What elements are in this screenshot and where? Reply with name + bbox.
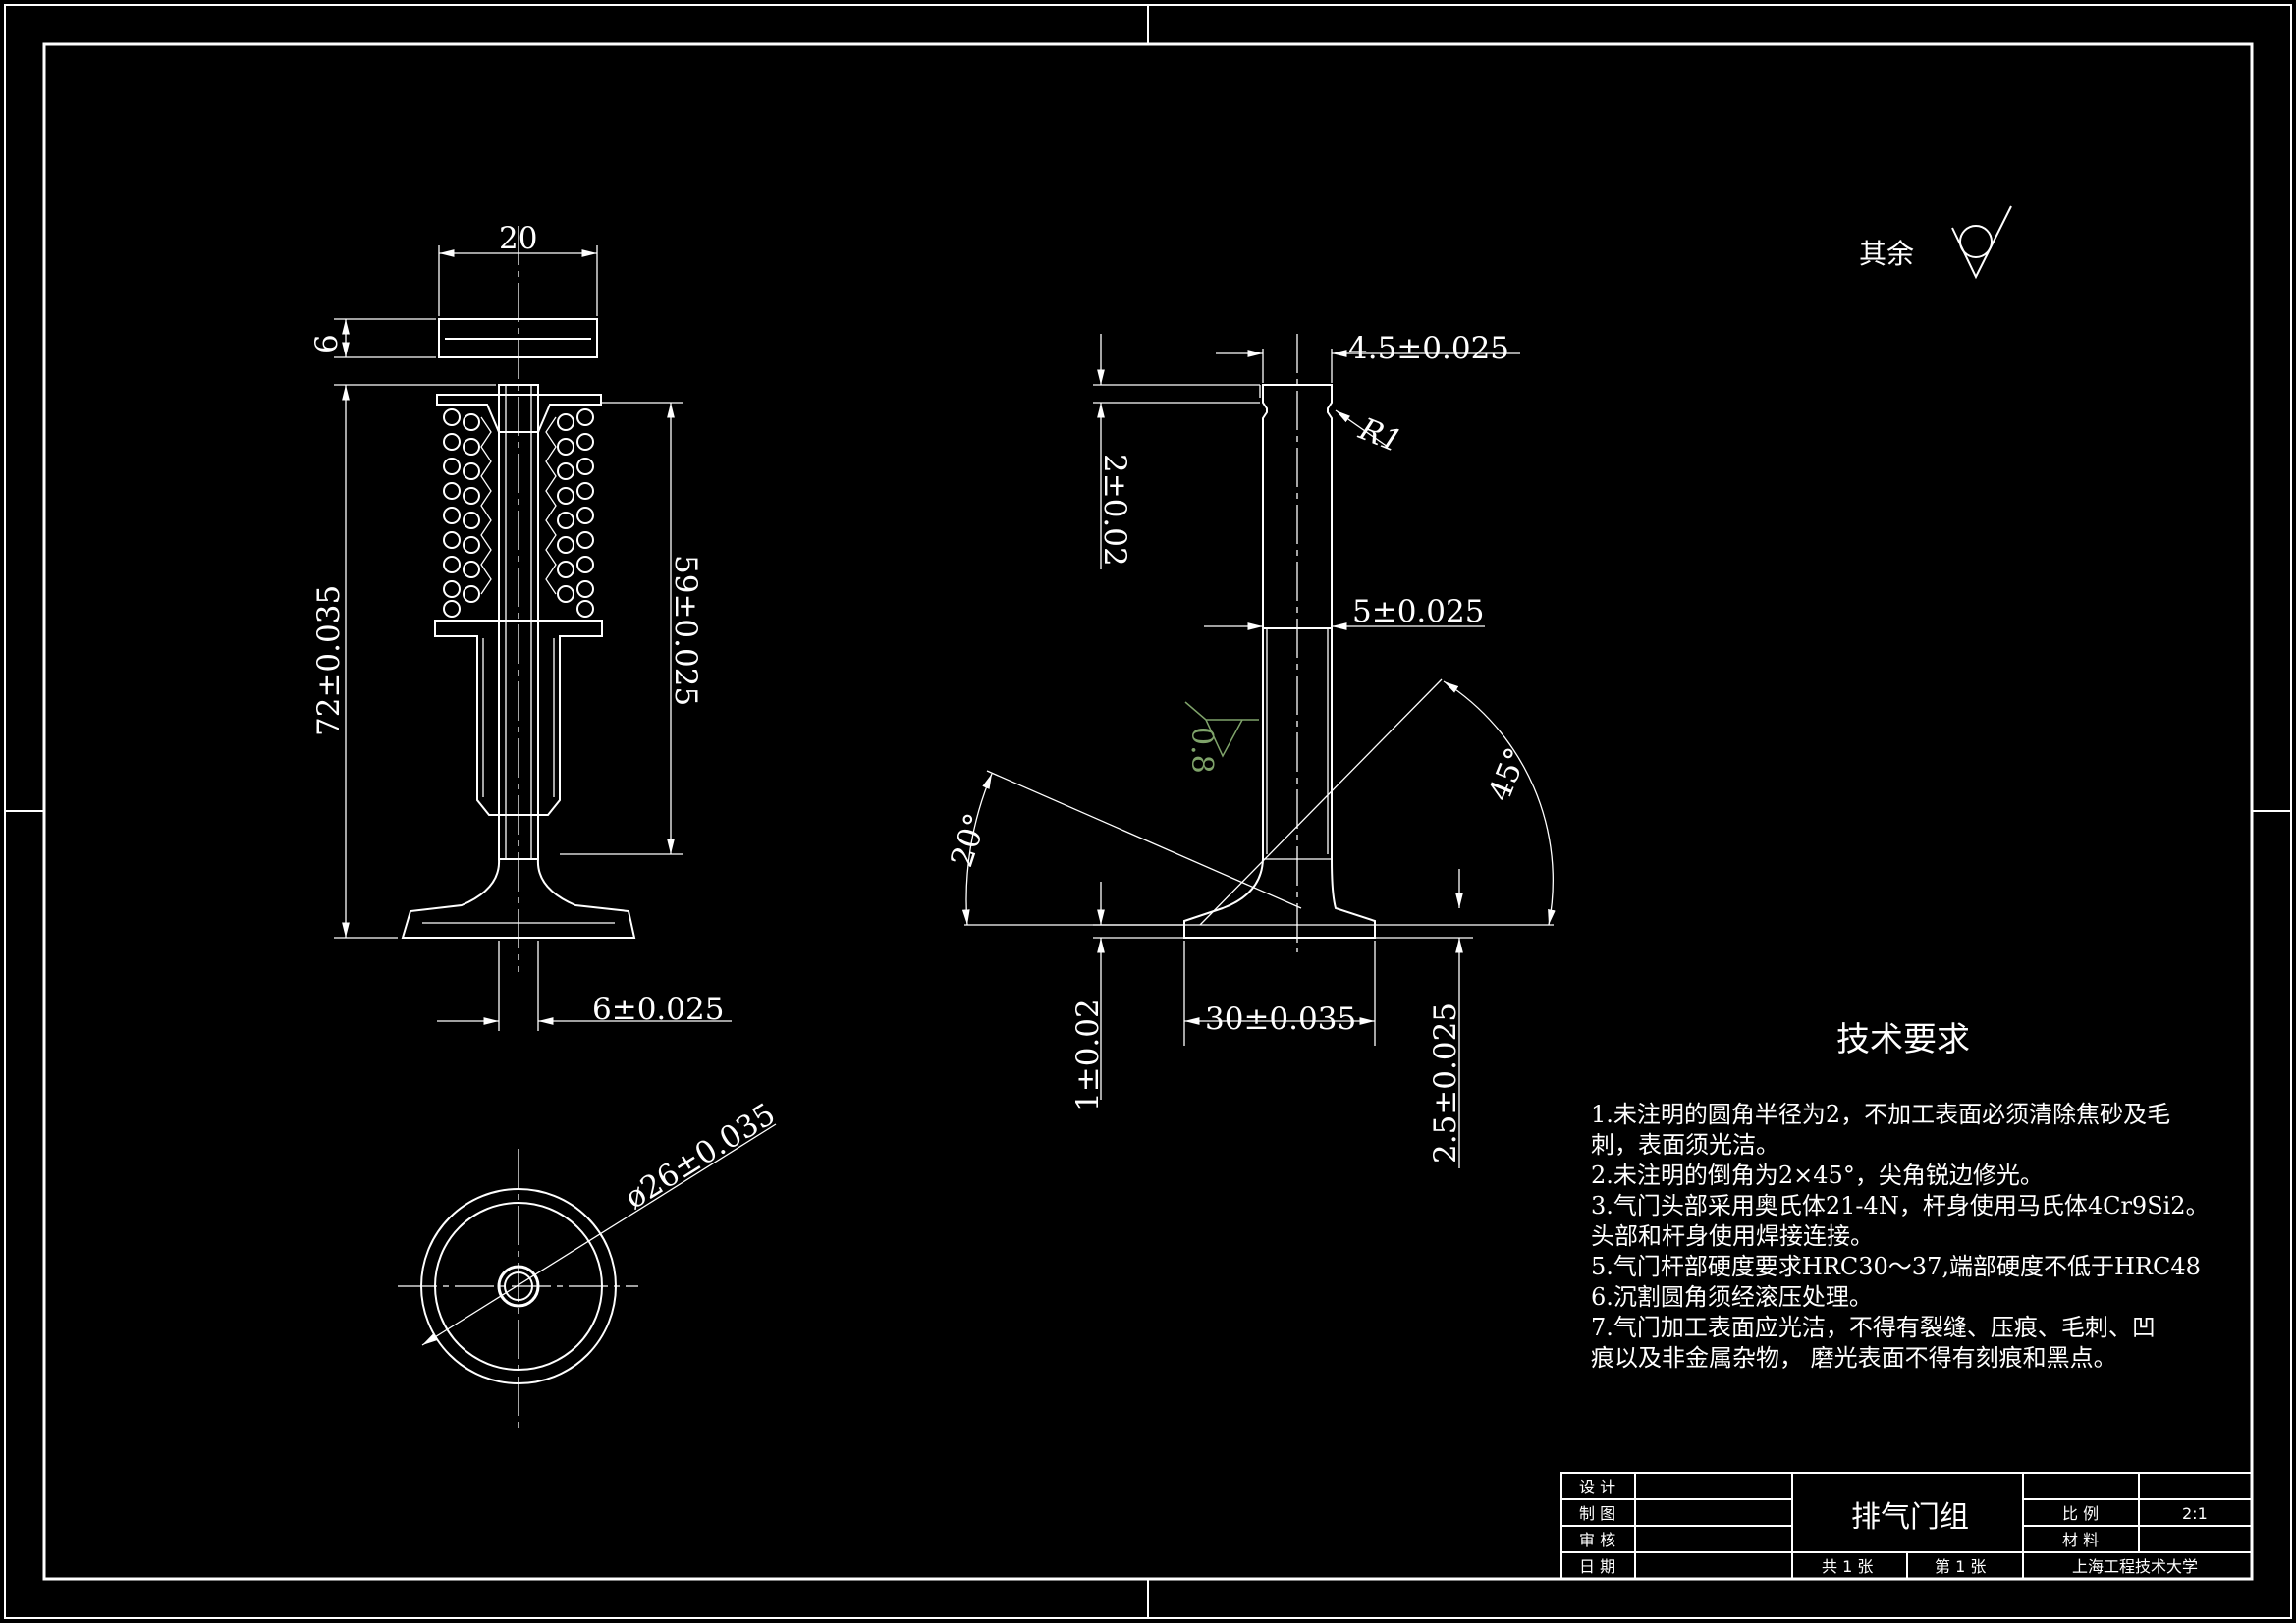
requirement-line: 头部和杆身使用焊接连接。 xyxy=(1591,1222,1874,1250)
requirements-title: 技术要求 xyxy=(1836,1020,1970,1059)
spring-right xyxy=(545,408,594,618)
requirement-line: 2.未注明的倒角为2×45°，尖角锐边修光。 xyxy=(1591,1162,2044,1189)
tb-school: 上海工程技术大学 xyxy=(2072,1557,2198,1576)
tb-material-label: 材 料 xyxy=(2062,1531,2099,1549)
dim-stem-dia: 5±0.025 xyxy=(1352,594,1484,629)
tb-part-name: 排气门组 xyxy=(1851,1500,1969,1535)
dim-margin-1: 1±0.02 xyxy=(1070,999,1106,1111)
tb-date: 日 期 xyxy=(1579,1557,1615,1576)
technical-requirements: 技术要求 1.未注明的圆角半径为2，不加工表面必须清除焦砂及毛 刺，表面须光洁。… xyxy=(1591,1020,2210,1372)
dim-head-dia: 30±0.035 xyxy=(1205,1001,1356,1037)
requirement-line: 痕以及非金属杂物， 磨光表面不得有刻痕和黑点。 xyxy=(1591,1344,2117,1372)
tb-review: 审 核 xyxy=(1579,1531,1615,1549)
dim-tip-dia: 4.5±0.025 xyxy=(1348,331,1509,366)
dim-stem-dia-left: 6±0.025 xyxy=(592,992,724,1027)
dim-head-width: 20 xyxy=(499,221,537,256)
requirement-line: 1.未注明的圆角半径为2，不加工表面必须清除焦砂及毛 xyxy=(1591,1101,2170,1128)
roughness-note: 其余 xyxy=(1859,238,1914,270)
top-view: ø26±0.035 xyxy=(398,1097,782,1429)
dim-angle-20: 20° xyxy=(944,809,994,871)
sheet-frame xyxy=(4,4,2292,1619)
requirement-line: 7.气门加工表面应光洁，不得有裂缝、压痕、毛刺、凹 xyxy=(1591,1314,2156,1341)
requirement-line: 3.气门头部采用奥氏体21-4N，杆身使用马氏体4Cr9Si2。 xyxy=(1591,1192,2210,1219)
title-block: 设 计 制 图 审 核 日 期 排气门组 比 例 2:1 材 料 共 1 张 第… xyxy=(1560,1472,2253,1580)
dim-radius: R1 xyxy=(1353,411,1406,460)
roughness-symbol-green: 0.8 xyxy=(1184,701,1259,774)
tb-design: 设 计 xyxy=(1579,1478,1615,1496)
tb-sheets-total: 共 1 张 xyxy=(1822,1557,1873,1576)
requirement-line: 6.沉割圆角须经滚压处理。 xyxy=(1591,1283,1873,1311)
tb-scale-value: 2:1 xyxy=(2182,1504,2208,1523)
dim-groove: 2±0.02 xyxy=(1097,454,1132,567)
dim-total-length: 72±0.035 xyxy=(311,585,347,736)
dim-spring-length: 59±0.025 xyxy=(668,555,703,706)
tb-sheet-no: 第 1 张 xyxy=(1935,1557,1986,1576)
dim-head-height: 6 xyxy=(309,334,345,353)
dim-angle-45: 45° xyxy=(1482,743,1535,806)
requirement-line: 5.气门杆部硬度要求HRC30～37,端部硬度不低于HRC48 xyxy=(1591,1253,2201,1280)
tb-draw: 制 图 xyxy=(1579,1504,1615,1523)
dim-seat-dia: ø26±0.035 xyxy=(619,1097,782,1217)
roughness-other-symbol: 其余 xyxy=(1859,205,2012,280)
dim-margin-2: 2.5±0.025 xyxy=(1428,1002,1463,1163)
spring-left xyxy=(443,408,492,618)
requirement-line: 刺，表面须光洁。 xyxy=(1591,1131,1779,1159)
tb-scale-label: 比 例 xyxy=(2062,1504,2099,1523)
valve-view: 4.5±0.025 R1 2±0.02 5±0.025 0.8 45° 20° xyxy=(944,331,1556,1168)
assembly-view: 20 6 72±0.035 59±0.025 6±0.025 xyxy=(309,221,732,1031)
surface-finish-value: 0.8 xyxy=(1184,727,1219,774)
